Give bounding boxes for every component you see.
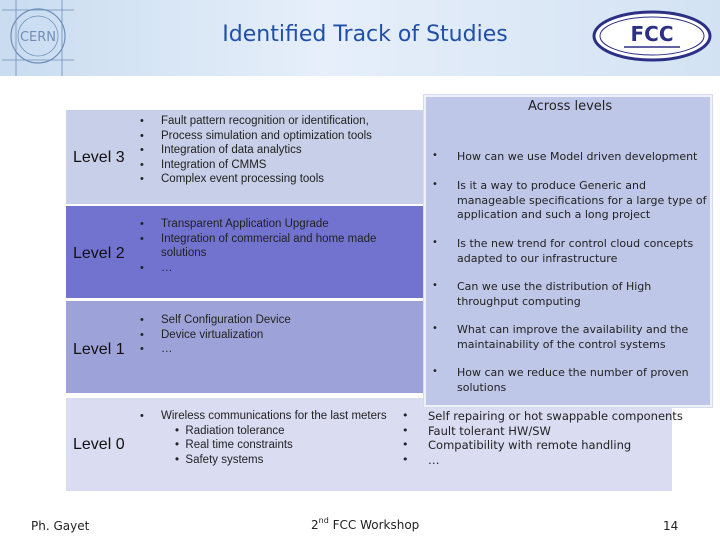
cern-logo: CERN [2, 0, 74, 76]
level-2-band [66, 206, 451, 298]
level-2-bullets: ••• [140, 218, 144, 274]
list-item-text: Radiation tolerance [185, 424, 285, 437]
footer-event-prefix: 2 [311, 518, 319, 532]
footer-author: Ph. Gayet [31, 519, 90, 533]
list-item: Integration of data analytics [161, 144, 302, 156]
level-1-label: Level 1 [73, 341, 125, 358]
fcc-logo: FCC [592, 10, 712, 62]
level-2-items: Transparent Application Upgrade Integrat… [161, 217, 376, 275]
footer-event-sup: nd [318, 516, 329, 525]
list-item: Self repairing or hot swappable componen… [428, 409, 683, 423]
list-item: Device virtualization [161, 328, 264, 341]
level-1-bullets: ••• [140, 314, 144, 355]
question-text: What can improve the availability and th… [457, 323, 689, 351]
level-0-right-bullets: •••• [402, 409, 409, 466]
list-item: Wireless communications for the last met… [161, 410, 387, 422]
across-levels-panel [423, 94, 713, 408]
question-bullet: • [432, 323, 438, 334]
list-item: • Radiation tolerance [175, 424, 285, 437]
question-text: How can we use Model driven development [457, 150, 698, 163]
list-item: Transparent Application Upgrade [161, 218, 329, 230]
level-0-band [66, 398, 672, 491]
footer-event: 2nd FCC Workshop [311, 516, 420, 532]
list-item: Complex event processing tools [161, 173, 324, 185]
question-text: Can we use the distribution of High thro… [457, 280, 652, 308]
level-3-bullets: ••••• [140, 115, 144, 185]
level-3-label: Level 3 [73, 149, 125, 166]
list-item: Process simulation and optimization tool… [161, 129, 372, 142]
list-item-text: Real time constraints [185, 439, 293, 451]
level-3-items: Fault pattern recognition or identificat… [161, 114, 372, 187]
across-levels-title: Across levels [528, 99, 613, 114]
list-item: Integration of commercial and home made [161, 232, 377, 245]
question-bullet: • [432, 179, 438, 190]
level-0-items: Wireless communications for the last met… [161, 409, 387, 467]
level-1-items: Self Configuration Device Device virtual… [161, 313, 291, 357]
list-item: Compatibility with remote handling [428, 438, 632, 452]
list-item: Fault pattern recognition or identificat… [161, 115, 369, 127]
level-2-label: Level 2 [73, 245, 125, 262]
list-item: Fault tolerant HW/SW [428, 423, 551, 438]
list-item: … [161, 343, 173, 355]
footer-event-suffix: FCC Workshop [328, 518, 420, 532]
question-text: Is it a way to produce Generic and manag… [457, 179, 707, 221]
list-item: … [161, 261, 173, 274]
question-bullet: • [432, 366, 438, 377]
level-0-label: Level 0 [73, 436, 125, 453]
question-bullet: • [432, 280, 438, 291]
fcc-logo-text: FCC [630, 22, 673, 46]
question-text: Is the new trend for control cloud conce… [457, 237, 694, 265]
level-0-right-items: Self repairing or hot swappable componen… [428, 409, 683, 467]
slide-title: Identified Track of Studies [222, 22, 508, 47]
list-item: • Real time constraints [175, 439, 293, 451]
list-item: … [428, 452, 440, 467]
question-bullet: • [432, 237, 438, 248]
page-number: 14 [663, 519, 679, 533]
level-0-bullets: • [140, 410, 144, 422]
list-item: Self Configuration Device [161, 314, 291, 326]
list-item: • Safety systems [175, 453, 264, 466]
list-item: solutions [161, 247, 207, 259]
list-item: Integration of CMMS [161, 158, 267, 171]
question-text: How can we reduce the number of proven s… [457, 366, 689, 394]
level-1-band [66, 301, 451, 393]
level-3-band [66, 110, 451, 204]
question-bullet: • [432, 150, 438, 161]
cern-logo-text: CERN [20, 30, 56, 45]
list-item-text: Safety systems [185, 453, 264, 466]
